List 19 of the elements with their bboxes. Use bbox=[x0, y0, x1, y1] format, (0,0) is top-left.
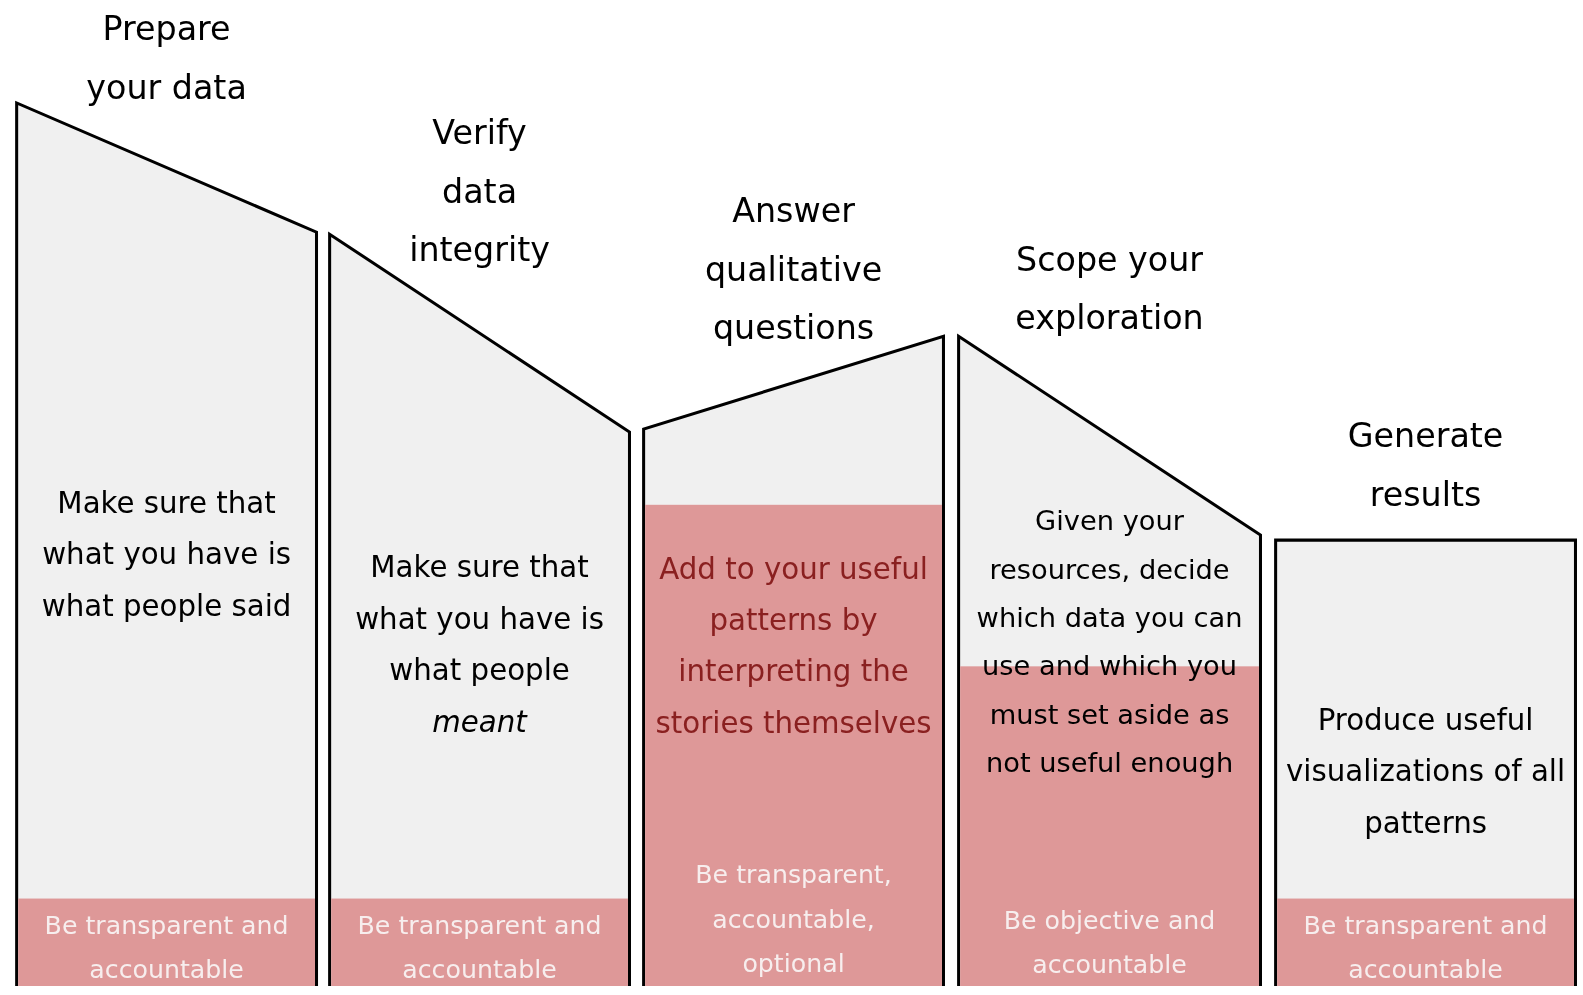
step-heading: Scope your exploration bbox=[1014, 238, 1205, 340]
step-description: Make sure that what you have is what people meant bbox=[354, 549, 605, 742]
step-heading: Prepare your data bbox=[85, 8, 248, 109]
guideline-text: Be transparent and accountable bbox=[356, 909, 603, 986]
guideline-text: Be transparent, accountable, optional bbox=[694, 859, 893, 981]
step-description: Given your resources, decide which data you can use and which you must set aside as not useful enough bbox=[975, 503, 1244, 781]
step-heading: Generate results bbox=[1346, 414, 1505, 516]
highlight-band bbox=[18, 898, 315, 986]
highlight-band bbox=[645, 504, 942, 986]
highlight-band bbox=[1277, 898, 1574, 986]
step-description: Add to your useful patterns by interpreting the stories themselves bbox=[654, 550, 933, 743]
step-heading: Verify data integrity bbox=[408, 112, 551, 272]
step-heading: Answer qualitative questions bbox=[703, 189, 884, 350]
highlight-band bbox=[331, 898, 628, 986]
guideline-text: Be transparent and accountable bbox=[1302, 909, 1549, 986]
guideline-text: Be objective and accountable bbox=[1002, 904, 1217, 982]
step-description: Make sure that what you have is what people said bbox=[40, 484, 293, 625]
step-description: Produce useful visualizations of all patterns bbox=[1284, 701, 1567, 842]
guideline-text: Be transparent and accountable bbox=[43, 909, 290, 986]
